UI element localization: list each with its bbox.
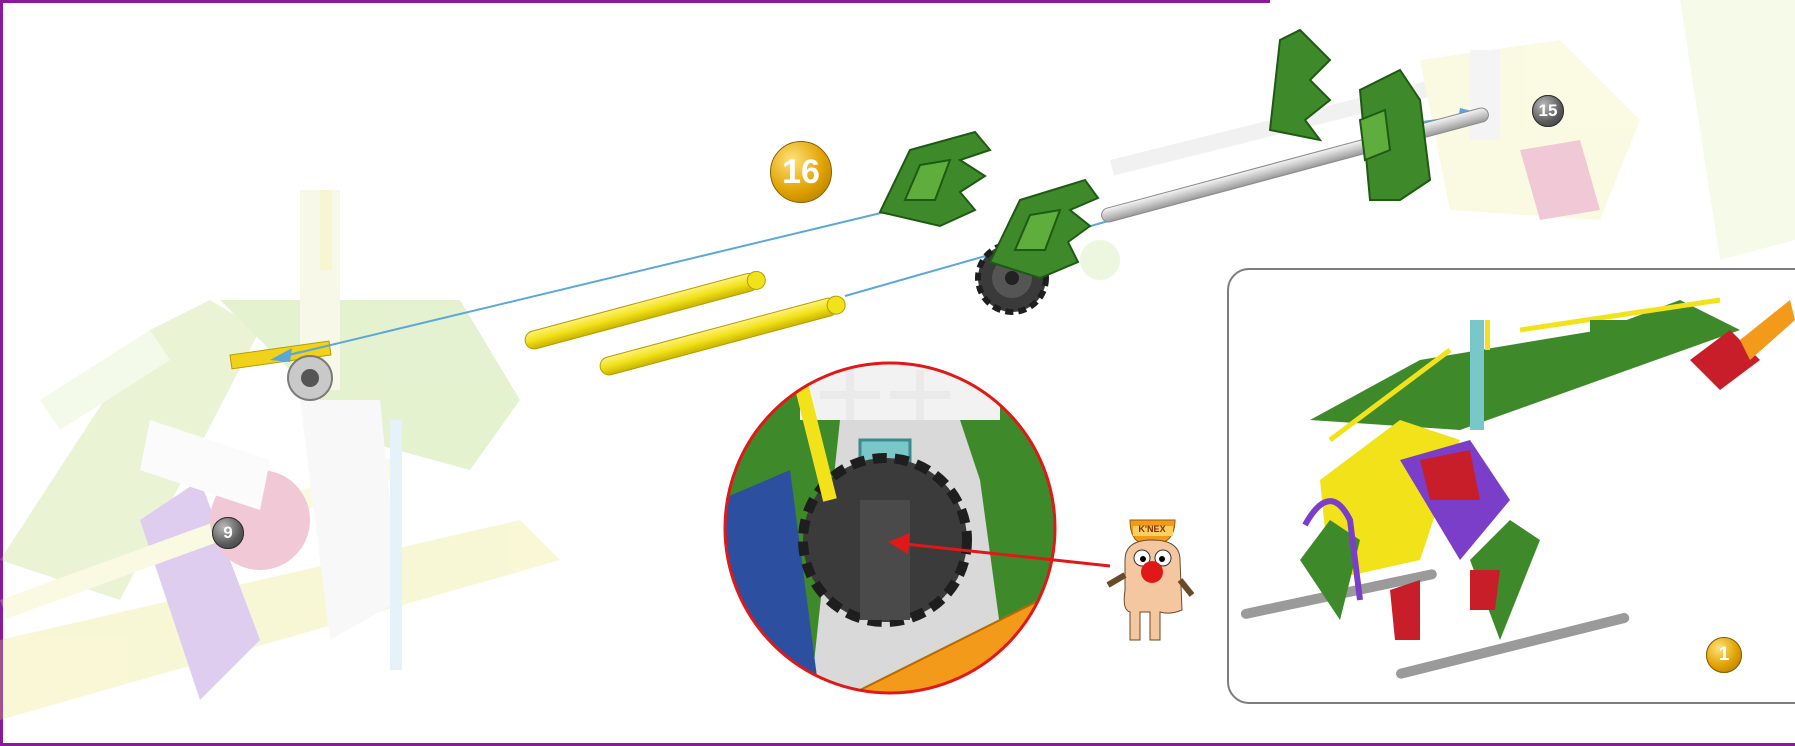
range-left: 1 - 9 <box>212 520 219 546</box>
range-end-badge: 15 <box>1532 95 1564 127</box>
yellow-rods <box>523 269 847 377</box>
step-number-badge: 16 <box>770 141 832 203</box>
completed-model-inset <box>1227 268 1795 704</box>
mascot-icon <box>1108 520 1192 640</box>
faded-model-right <box>1080 0 1795 280</box>
range-end-badge: 1 <box>1706 637 1742 673</box>
mascot-hat-label: K'NEX <box>1137 524 1167 534</box>
zoom-detail <box>720 360 1060 720</box>
range-inset: 1 - 1 <box>1706 642 1713 668</box>
faded-model-left <box>0 190 560 720</box>
completed-model-illustration <box>1229 270 1795 698</box>
range-end-badge: 9 <box>212 517 244 549</box>
range-top-right: 10 - 15 <box>1532 98 1539 124</box>
